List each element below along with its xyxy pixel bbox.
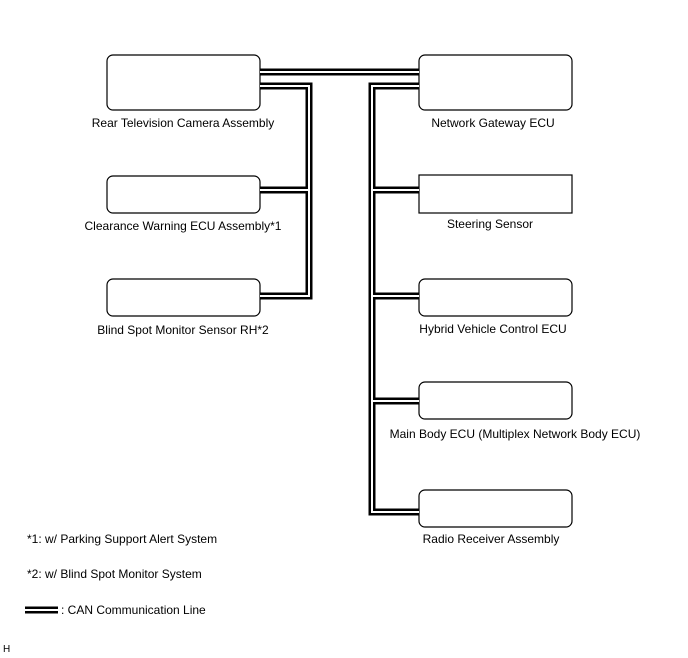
gateway-box xyxy=(418,54,573,111)
corner-mark: H xyxy=(3,644,11,655)
main-body-box xyxy=(418,381,573,420)
hybrid-label: Hybrid Vehicle Control ECU xyxy=(419,322,567,336)
note-1: *1: w/ Parking Support Alert System xyxy=(27,532,218,546)
note-2: *2: w/ Blind Spot Monitor System xyxy=(27,567,202,581)
rear-camera-label: Rear Television Camera Assembly xyxy=(91,116,275,130)
rear-camera-box xyxy=(106,54,261,111)
radio-label: Radio Receiver Assembly xyxy=(422,532,560,546)
main-body-label: Main Body ECU (Multiplex Network Body EC… xyxy=(389,427,641,441)
hybrid-box xyxy=(418,278,573,317)
radio-box xyxy=(418,489,573,528)
clearance-warning-label: Clearance Warning ECU Assembly*1 xyxy=(84,219,282,233)
can-lines xyxy=(25,68,419,614)
clearance-warning-box xyxy=(106,175,261,214)
blind-spot-label: Blind Spot Monitor Sensor RH*2 xyxy=(97,323,269,337)
steering-label: Steering Sensor xyxy=(446,217,534,231)
legend-can-label: : CAN Communication Line xyxy=(61,603,206,617)
gateway-label: Network Gateway ECU xyxy=(431,116,555,130)
blind-spot-box xyxy=(106,278,261,317)
steering-box xyxy=(418,174,573,214)
